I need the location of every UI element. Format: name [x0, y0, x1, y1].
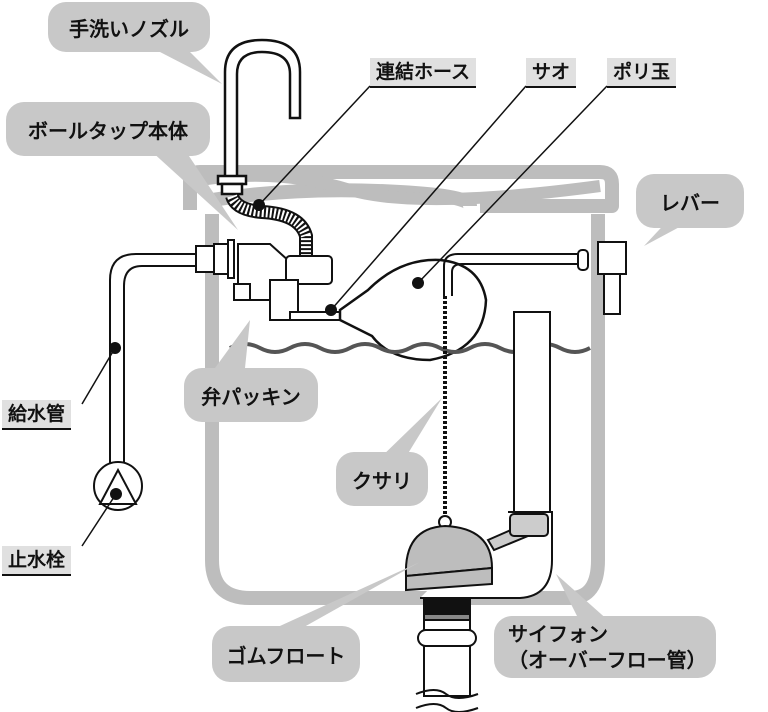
bubble-tails: [150, 52, 700, 636]
drain-pipe: [415, 597, 479, 712]
label-supply-pipe: 給水管: [2, 400, 72, 430]
tank-lid: [199, 169, 601, 206]
label-valve-packing: 弁パッキン: [184, 368, 318, 422]
label-siphon: サイフォン （オーバーフロー管）: [494, 616, 716, 678]
label-lever: レバー: [636, 174, 744, 228]
stop-valve: [93, 461, 143, 511]
lever-handle: [597, 241, 627, 315]
label-siphon-line1: サイフォン: [508, 622, 608, 646]
label-hand-wash-nozzle: 手洗いノズル: [48, 2, 210, 52]
label-siphon-line2: （オーバーフロー管）: [508, 648, 707, 672]
leader-lines: [81, 85, 608, 547]
label-poly-ball: ポリ玉: [607, 58, 677, 88]
label-connecting-hose: 連結ホース: [370, 58, 477, 88]
lever-arm: [443, 249, 589, 296]
label-chain: クサリ: [336, 452, 428, 506]
label-stop-valve: 止水栓: [2, 546, 72, 576]
label-sao: サオ: [526, 58, 577, 88]
overflow-pipe: [513, 311, 551, 513]
supply-pipe: [109, 253, 196, 470]
ball-tap-body: [195, 239, 341, 321]
float-ball: [338, 258, 488, 362]
label-rubber-float: ゴムフロート: [212, 626, 360, 682]
rubber-float: [404, 513, 549, 592]
label-ball-tap-body: ボールタップ本体: [6, 102, 210, 156]
hand-wash-nozzle: [216, 38, 302, 196]
